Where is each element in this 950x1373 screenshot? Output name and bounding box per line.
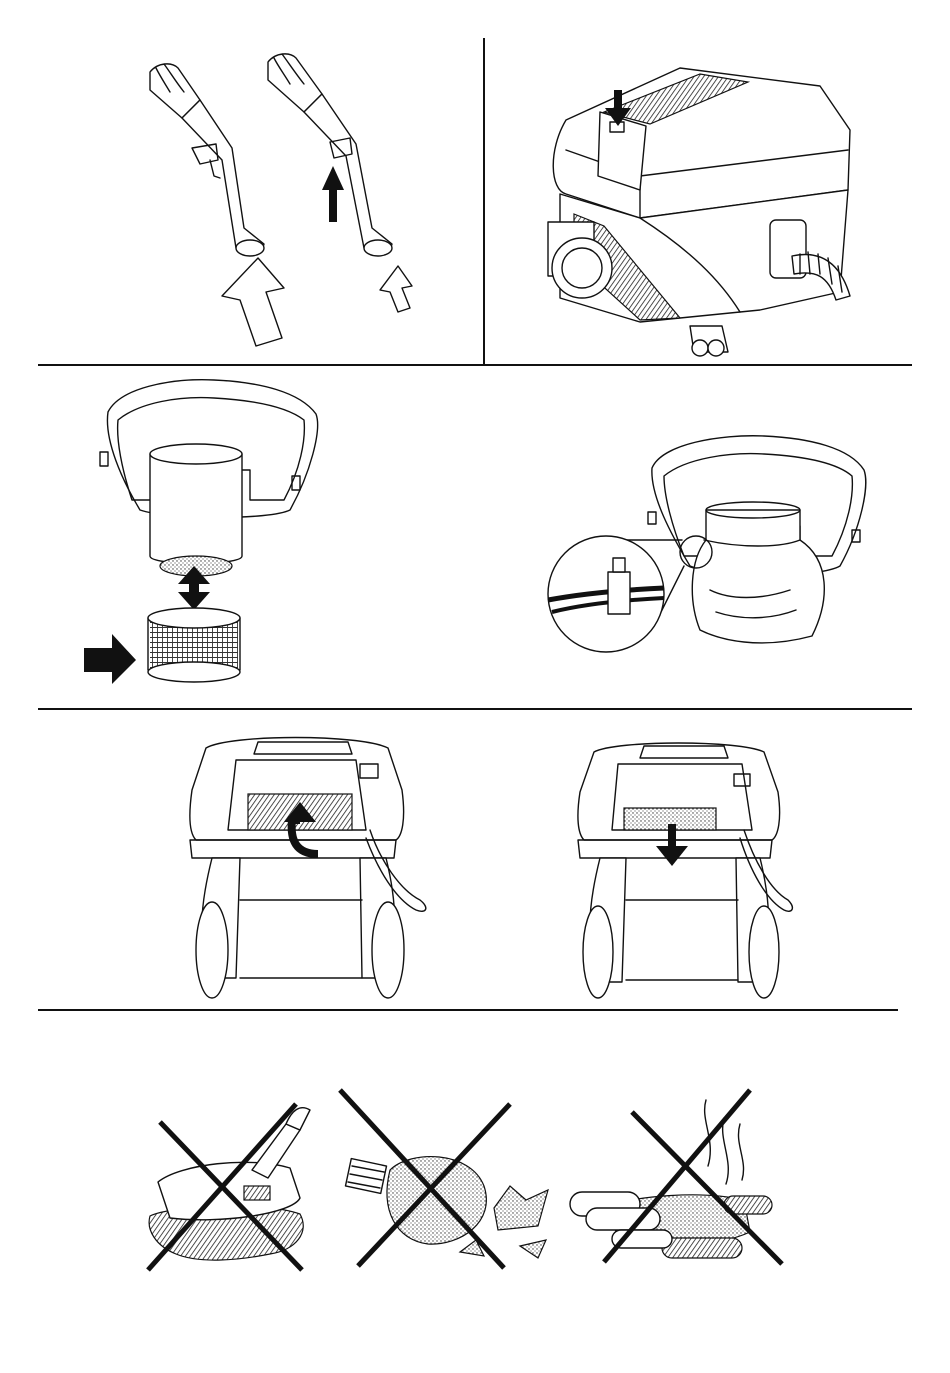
panel-prohibited-uses [148,1090,782,1270]
cartridge-filter-icon [148,608,240,682]
small-airflow-arrow-icon [380,266,412,312]
panel-filter-bag-tie [548,436,866,652]
large-airflow-arrow-icon [222,258,284,346]
panel-hose-handle-air-regulator [150,54,412,346]
vacuum-cleaner-icon [548,68,850,356]
hose-handle-icon [150,64,264,256]
panel-exhaust-filter-insert [578,743,792,998]
hose-handle-icon [268,54,392,256]
vacuum-front-icon [578,743,792,998]
slide-up-arrow-icon [322,166,344,222]
panel-exhaust-filter-remove [190,738,426,999]
no-hot-ash-icon [570,1090,782,1264]
insert-arrow-icon [84,634,136,684]
panel-cartridge-filter-removal [84,380,318,684]
no-water-icon [148,1104,310,1270]
panel-cover-release-button [548,68,850,356]
no-glass-icon [340,1090,548,1268]
vacuum-front-icon [190,738,426,999]
